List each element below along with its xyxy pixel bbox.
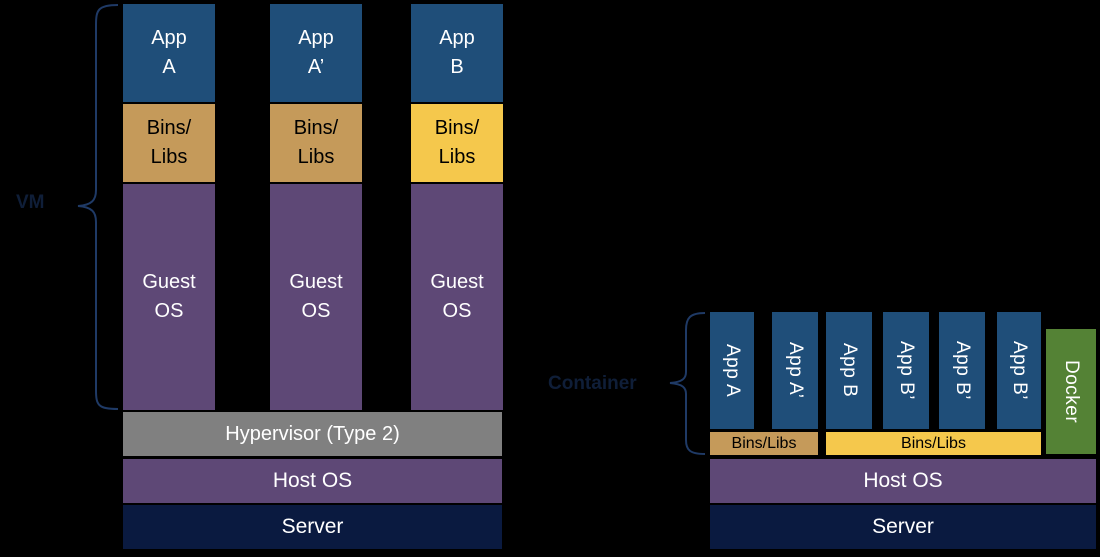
vm-brace — [77, 4, 119, 410]
docker-engine: Docker — [1046, 329, 1096, 454]
container-brace — [669, 312, 706, 455]
container-app-b-prime-2: App B’ — [939, 312, 985, 429]
vm-bins-libs-a: Bins/ Libs — [123, 104, 215, 182]
container-label: Container — [548, 373, 637, 394]
hypervisor-layer: Hypervisor (Type 2) — [123, 412, 502, 456]
vm-host-os-layer: Host OS — [123, 459, 502, 503]
vm-label: VM — [16, 192, 45, 213]
vm-app-a: App A — [123, 4, 215, 102]
vm-server-layer: Server — [123, 505, 502, 549]
vm-guest-os-b: Guest OS — [411, 184, 503, 410]
container-app-b-prime-1: App B’ — [883, 312, 929, 429]
vm-guest-os-a: Guest OS — [123, 184, 215, 410]
vm-app-b: App B — [411, 4, 503, 102]
container-app-a-prime: App A’ — [772, 312, 818, 429]
vm-bins-libs-a-prime: Bins/ Libs — [270, 104, 362, 182]
container-bins-libs-b: Bins/Libs — [826, 432, 1041, 455]
vm-bins-libs-b: Bins/ Libs — [411, 104, 503, 182]
container-bins-libs-a: Bins/Libs — [710, 432, 818, 455]
container-server-layer: Server — [710, 505, 1096, 549]
container-host-os-layer: Host OS — [710, 459, 1096, 503]
vm-app-a-prime: App A’ — [270, 4, 362, 102]
vm-guest-os-a-prime: Guest OS — [270, 184, 362, 410]
container-app-b: App B — [826, 312, 872, 429]
container-app-b-prime-3: App B’ — [997, 312, 1041, 429]
container-app-a: App A — [710, 312, 754, 429]
